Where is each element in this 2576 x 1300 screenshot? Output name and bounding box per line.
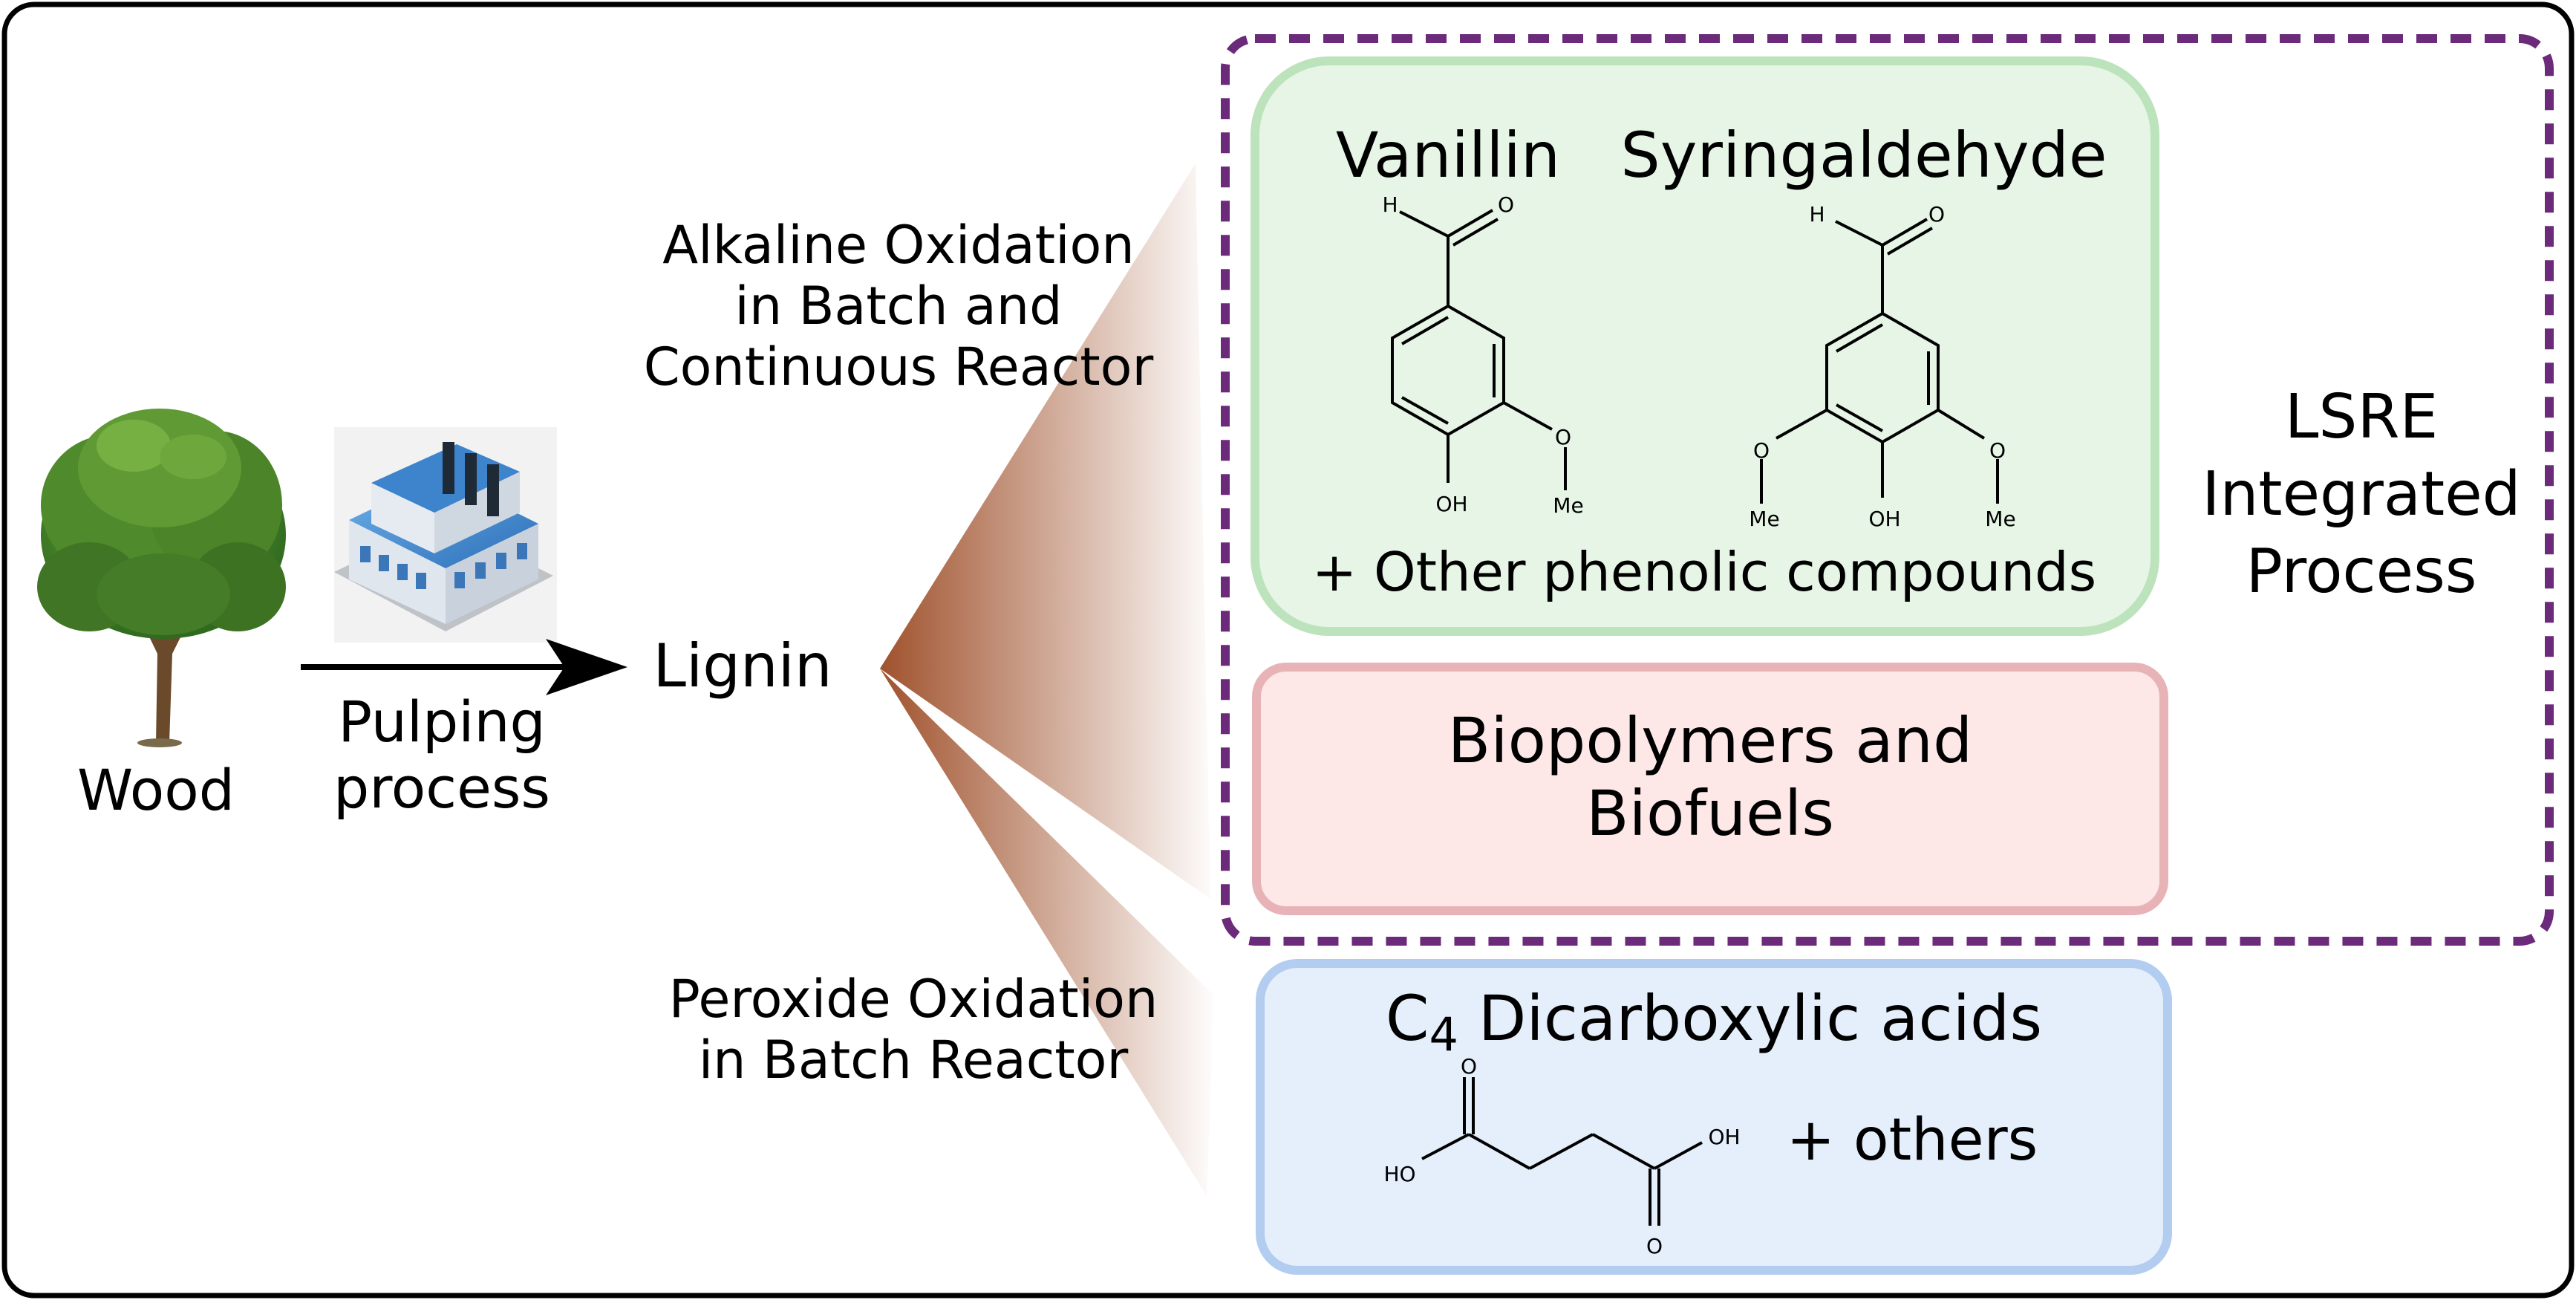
syringaldehyde-title: Syringaldehyde: [1620, 119, 2107, 192]
alkaline-cone: [880, 163, 1210, 899]
peroxide-cone: [880, 669, 1214, 1196]
vanillin-atom-h: H: [1382, 192, 1398, 217]
biopolymers-line-1: Biopolymers and: [1447, 704, 1973, 777]
lsre-line-1: LSRE: [2284, 382, 2439, 452]
acid-others-label: + others: [1786, 1107, 2038, 1174]
pulping-line-2: process: [333, 754, 551, 821]
alkaline-line-2: in Batch and: [734, 275, 1063, 337]
syringaldehyde-atom-me-right: Me: [1985, 507, 2015, 531]
peroxide-line-1: Peroxide Oxidation: [668, 969, 1158, 1030]
peroxide-oxidation-label: Peroxide Oxidation in Batch Reactor: [639, 969, 1188, 1091]
syringaldehyde-structure: [1760, 218, 1999, 504]
syringaldehyde-atom-h: H: [1809, 202, 1825, 227]
acid-atom-o-bottom: O: [1646, 1234, 1663, 1258]
syringaldehyde-atom-o-left: O: [1753, 438, 1770, 463]
vanillin-atom-oh: OH: [1435, 492, 1467, 516]
syringaldehyde-atom-o: O: [1928, 202, 1945, 227]
vanillin-atom-o2: O: [1555, 425, 1571, 449]
biopolymers-box: [1252, 663, 2168, 915]
pulping-line-1: Pulping: [338, 689, 546, 755]
vanillin-atom-o: O: [1498, 192, 1514, 217]
dicarboxylic-prefix: C: [1385, 982, 1429, 1055]
dicarboxylic-title: C4 Dicarboxylic acids: [1260, 982, 2168, 1062]
succinic-acid-structure: [1421, 1077, 1703, 1226]
dicarboxylic-rest: Dicarboxylic acids: [1458, 982, 2043, 1055]
acid-atom-ho: HO: [1383, 1162, 1415, 1186]
wood-label: Wood: [77, 757, 235, 823]
lsre-integrated-box: [1221, 34, 2554, 946]
tree-icon: [37, 409, 286, 747]
vanillin-atom-me: Me: [1553, 493, 1583, 518]
lsre-integrated-label: LSRE Integrated Process: [2168, 379, 2554, 611]
lsre-line-3: Process: [2246, 536, 2477, 608]
dicarboxylic-subscript: 4: [1429, 1007, 1458, 1062]
alkaline-oxidation-label: Alkaline Oxidation in Batch and Continuo…: [616, 215, 1181, 398]
biopolymers-line-2: Biofuels: [1586, 777, 1834, 851]
syringaldehyde-atom-o-right: O: [1989, 438, 2006, 463]
biopolymers-biofuels-label: Biopolymers and Biofuels: [1256, 704, 2164, 851]
other-phenolics-label: + Other phenolic compounds: [1311, 541, 2097, 603]
syringaldehyde-atom-me-left: Me: [1749, 507, 1779, 531]
pulping-arrow: [301, 639, 627, 695]
phenolic-box: [1250, 56, 2159, 636]
acid-atom-oh: OH: [1708, 1125, 1740, 1149]
alkaline-line-1: Alkaline Oxidation: [662, 215, 1135, 276]
alkaline-line-3: Continuous Reactor: [643, 336, 1154, 397]
vanillin-title: Vanillin: [1335, 119, 1561, 192]
vanillin-structure: [1391, 209, 1567, 490]
lignin-label: Lignin: [653, 631, 832, 701]
dicarboxylic-box: [1256, 959, 2172, 1275]
factory-icon: [334, 427, 557, 643]
lsre-line-2: Integrated: [2202, 459, 2521, 530]
acid-atom-o-top: O: [1461, 1054, 1477, 1079]
peroxide-line-2: in Batch Reactor: [698, 1029, 1129, 1091]
syringaldehyde-atom-oh: OH: [1868, 507, 1900, 531]
pulping-process-label: Pulping process: [293, 689, 590, 822]
